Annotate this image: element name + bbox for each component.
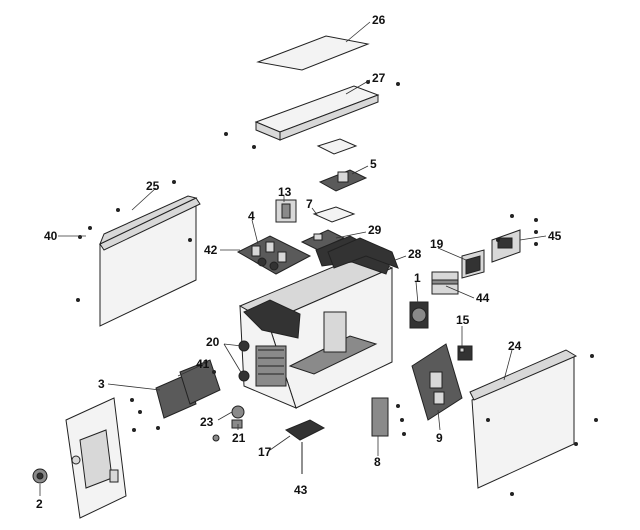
- part-1-fan: [409, 301, 429, 329]
- part-15-terminal: [457, 345, 473, 361]
- label-44: 44: [476, 291, 490, 305]
- part-5-control-board: [318, 169, 368, 192]
- label-21: 21: [232, 431, 246, 445]
- label-17: 17: [258, 445, 272, 459]
- part-23-socket: [231, 405, 245, 419]
- label-42: 42: [204, 243, 218, 257]
- part-3-front-panel: [65, 397, 127, 519]
- part-2-knob: [32, 468, 48, 484]
- label-7: 7: [306, 197, 313, 211]
- part-41-front-boards: [130, 359, 221, 432]
- label-20: 20: [206, 335, 220, 349]
- label-40: 40: [44, 229, 58, 243]
- part-20-knob: [238, 340, 250, 382]
- label-2: 2: [36, 497, 43, 511]
- label-26: 26: [372, 13, 386, 27]
- part-24-right-side-panel: [469, 349, 598, 496]
- part-44-relay: [431, 271, 459, 295]
- part-19-frame: [461, 249, 485, 279]
- label-1: 1: [414, 271, 421, 285]
- part-13-transformer: [275, 199, 297, 223]
- part-42-main-pcb: [236, 235, 312, 275]
- label-9: 9: [436, 431, 443, 445]
- leader-lines: [39, 21, 547, 496]
- label-23: 23: [200, 415, 214, 429]
- part-9-power-board: [411, 343, 463, 421]
- label-41: 41: [196, 357, 210, 371]
- part-21-plug: [212, 419, 243, 442]
- label-28: 28: [408, 247, 422, 261]
- label-3: 3: [98, 377, 105, 391]
- label-43: 43: [294, 483, 308, 497]
- label-19: 19: [430, 237, 444, 251]
- part-17-foot: [284, 419, 326, 441]
- part-labels: 26 27 5 13 4 7 29 28 19 1 44 45 15 24 9 …: [36, 13, 562, 511]
- label-8: 8: [374, 455, 381, 469]
- label-25: 25: [146, 179, 160, 193]
- part-28-handle: [327, 237, 399, 269]
- label-4: 4: [248, 209, 255, 223]
- part-45-connector: [491, 214, 538, 263]
- label-29: 29: [368, 223, 382, 237]
- part-25-left-side-panel: [76, 180, 201, 327]
- part-26-top-sheet: [256, 35, 370, 71]
- insulation-sheet-small: [316, 138, 358, 155]
- part-8-rectifier: [371, 397, 406, 437]
- label-24: 24: [508, 339, 522, 353]
- label-5: 5: [370, 157, 377, 171]
- label-45: 45: [548, 229, 562, 243]
- label-13: 13: [278, 185, 292, 199]
- label-27: 27: [372, 71, 386, 85]
- main-chassis: [238, 235, 394, 409]
- part-27-top-cover: [224, 80, 400, 149]
- label-15: 15: [456, 313, 470, 327]
- part-7-insulator: [312, 206, 356, 223]
